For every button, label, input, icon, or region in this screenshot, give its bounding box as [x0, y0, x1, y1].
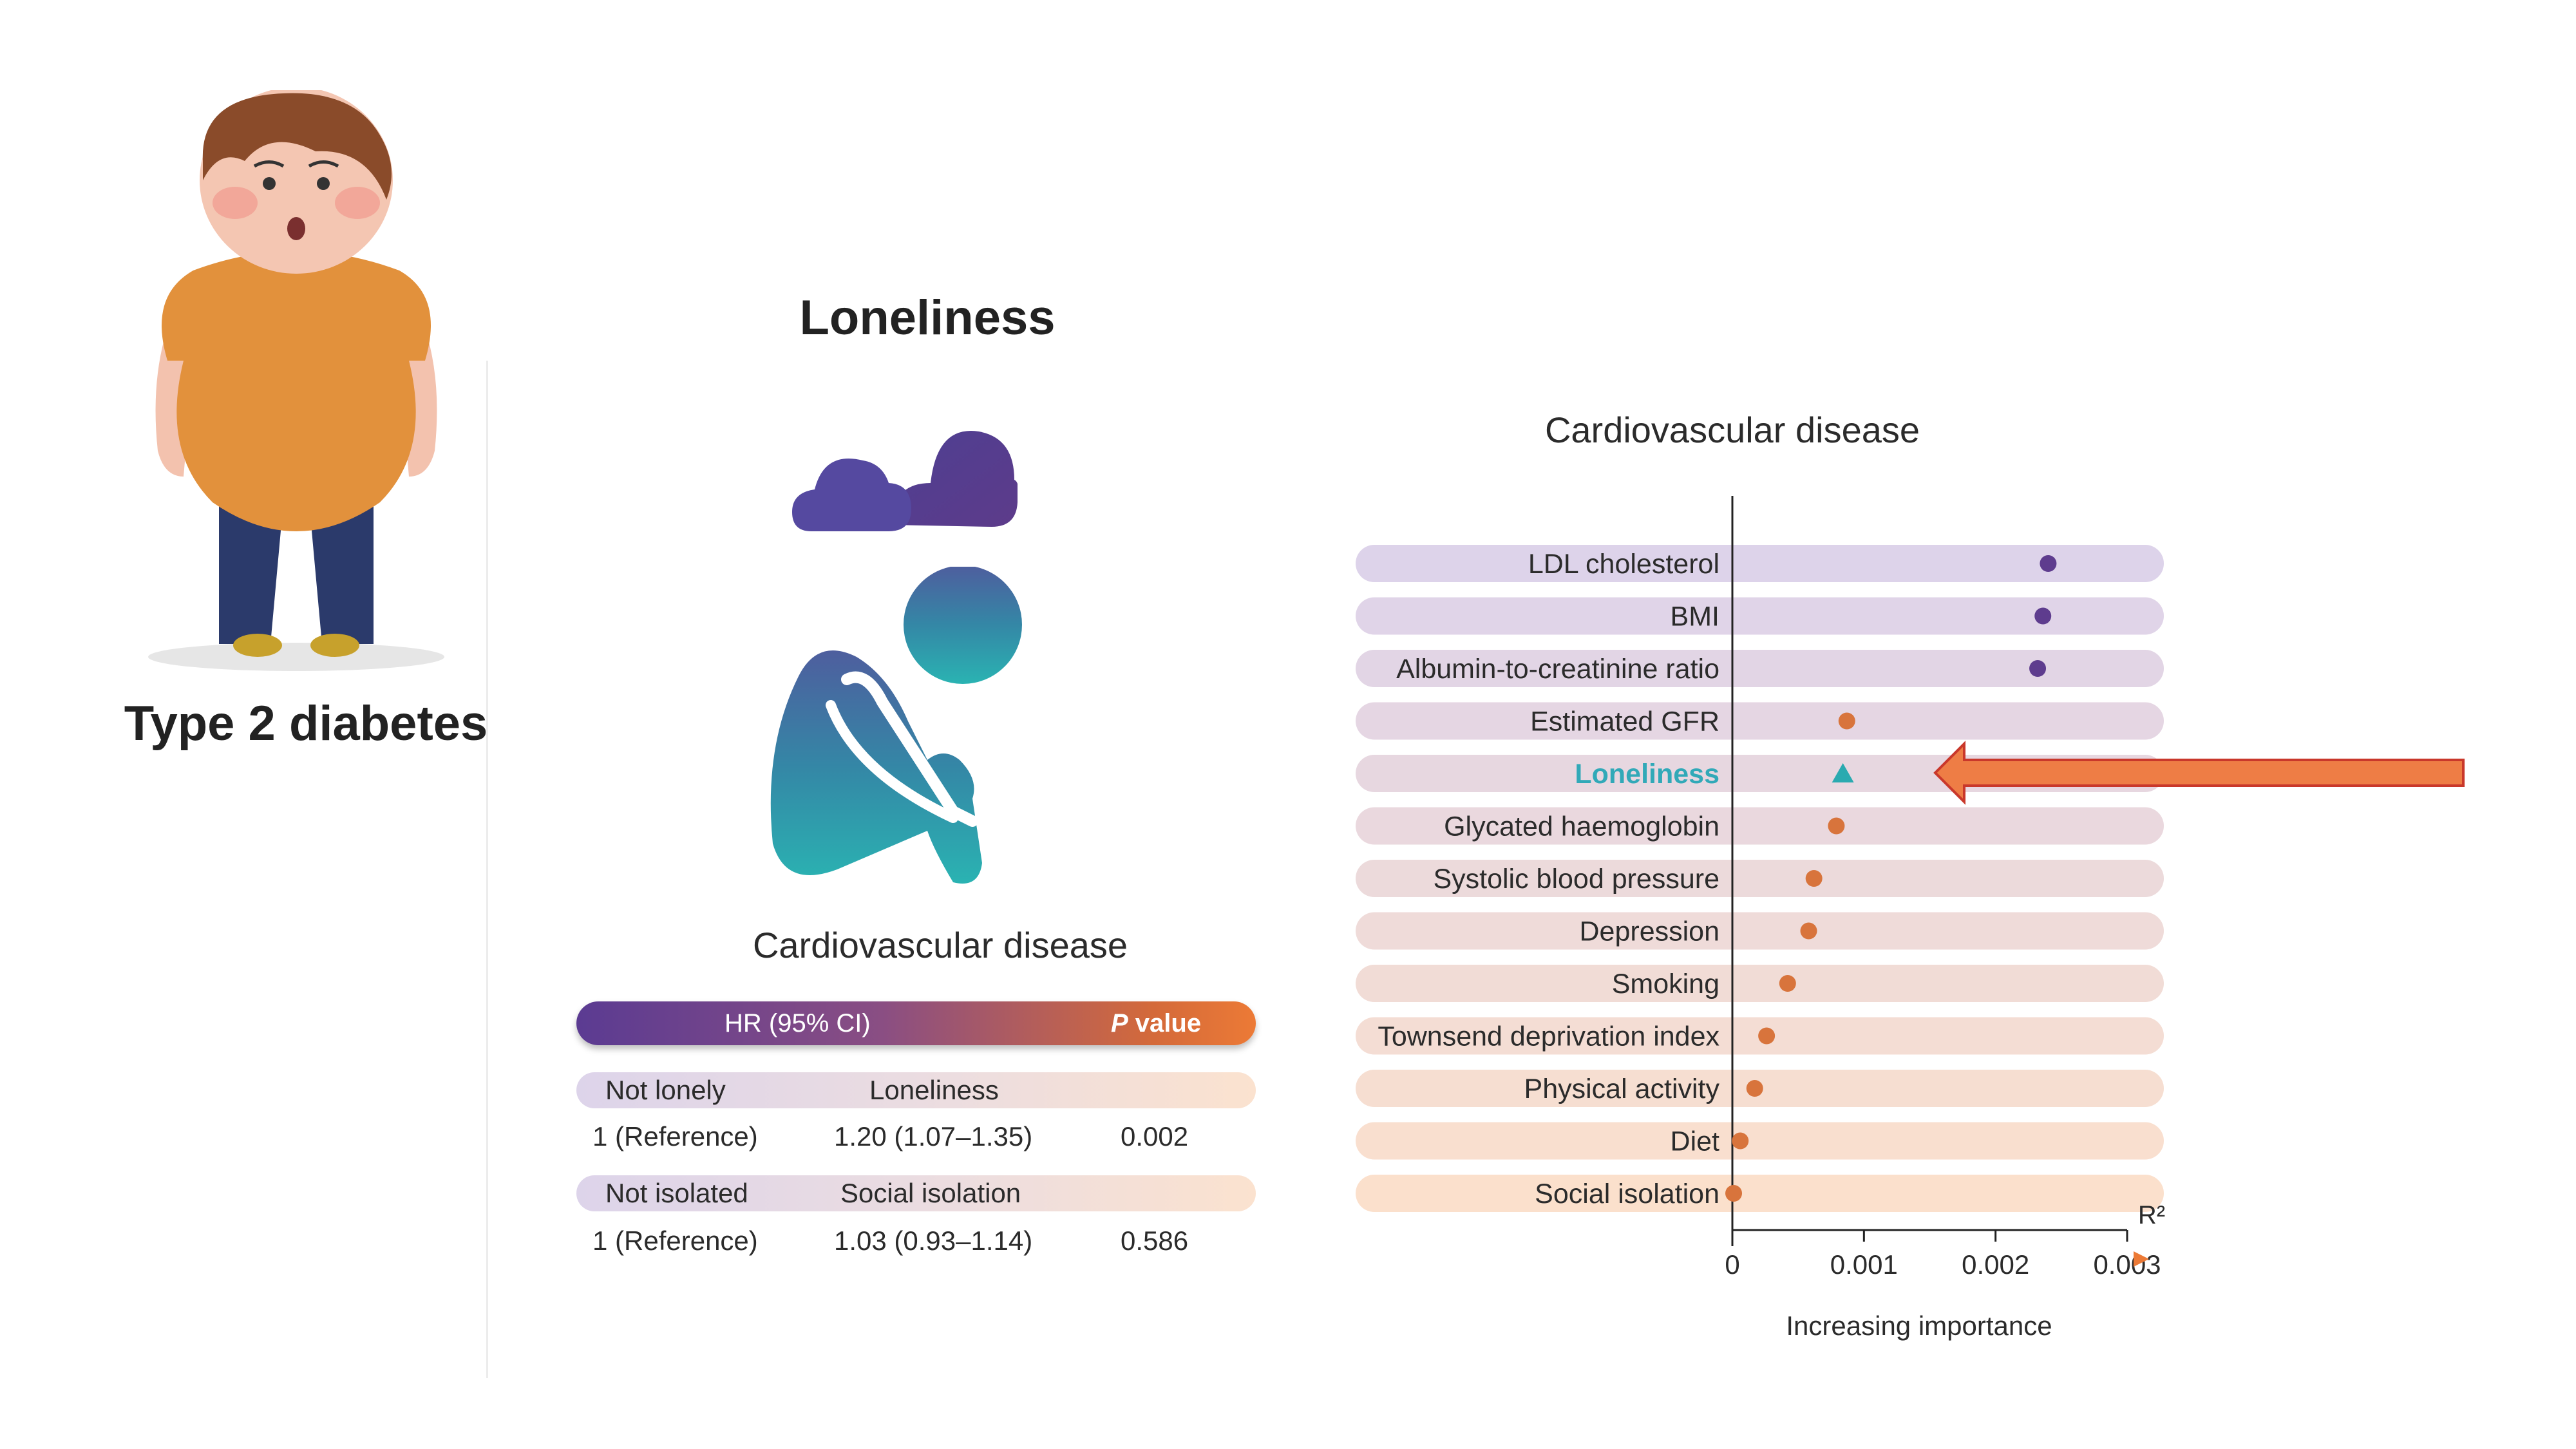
reference-value: 1 (Reference) [592, 1226, 758, 1256]
row-band [1356, 702, 2164, 740]
exposure-group-label: Social isolation [840, 1178, 1021, 1208]
hr-header: HR (95% CI) [724, 1009, 871, 1037]
data-point [1732, 1132, 1749, 1150]
x-tick-label: 0 [1725, 1249, 1739, 1280]
reference-group-label: Not lonely [605, 1075, 726, 1105]
sad-person-icon [770, 567, 1022, 884]
data-point [2029, 660, 2047, 677]
p-value: 0.002 [1121, 1121, 1189, 1151]
reference-value: 1 (Reference) [592, 1121, 758, 1151]
row-band [1356, 965, 2164, 1002]
loneliness-title: Loneliness [799, 290, 1056, 345]
row-label: Townsend deprivation index [1378, 1021, 1719, 1052]
data-point [1805, 870, 1823, 887]
row-label: Smoking [1612, 969, 1719, 999]
data-point [1779, 975, 1796, 992]
row-label: Social isolation [1535, 1179, 1719, 1209]
row-band [1356, 650, 2164, 687]
p-value: 0.586 [1121, 1226, 1189, 1256]
row-label: Physical activity [1524, 1074, 1720, 1104]
data-point [1800, 922, 1817, 940]
row-label: Albumin-to-creatinine ratio [1396, 654, 1719, 685]
importance-arrowhead [2134, 1251, 2149, 1267]
x-tick-label: 0.002 [1962, 1249, 2029, 1280]
cvd-subtitle: Cardiovascular disease [752, 925, 1128, 965]
x-axis-label: R² [2138, 1201, 2165, 1229]
data-point [2034, 607, 2052, 625]
row-band [1356, 545, 2164, 582]
data-point [2040, 555, 2057, 572]
increasing-importance-label: Increasing importance [1786, 1311, 2052, 1341]
row-label: Loneliness [1575, 759, 1719, 790]
row-band [1356, 1175, 2164, 1212]
row-band [1356, 597, 2164, 635]
row-label: Diet [1671, 1126, 1720, 1157]
x-tick-label: 0.003 [2093, 1249, 2161, 1280]
type2-diabetes-label: Type 2 diabetes [124, 696, 488, 751]
hazard-ratio-value: 1.20 (1.07–1.35) [834, 1121, 1033, 1151]
data-point-triangle [1832, 763, 1854, 782]
p-letter: P [1111, 1009, 1128, 1037]
row-band [1356, 860, 2164, 897]
reference-group-label: Not isolated [605, 1178, 748, 1208]
data-point [1838, 712, 1855, 730]
cloud-icon [792, 431, 1018, 531]
table-group-header [576, 1175, 1256, 1211]
p-value-header: P value [1111, 1009, 1201, 1038]
row-band [1356, 807, 2164, 845]
row-band [1356, 1122, 2164, 1160]
row-label: Estimated GFR [1530, 706, 1719, 737]
table-header-bar: HR (95% CI) P value [576, 1001, 1256, 1045]
p-value-word: value [1128, 1009, 1202, 1037]
hazard-ratio-value: 1.03 (0.93–1.14) [834, 1226, 1033, 1256]
data-point [1746, 1080, 1763, 1097]
highlight-arrow [1933, 741, 2465, 805]
row-label: Systolic blood pressure [1433, 864, 1719, 895]
data-point [1758, 1027, 1776, 1045]
data-point [1725, 1185, 1743, 1202]
row-label: BMI [1671, 601, 1719, 632]
chart-title: Cardiovascular disease [1544, 410, 1920, 450]
row-band [1356, 912, 2164, 950]
data-point [1828, 817, 1845, 835]
exposure-group-label: Loneliness [869, 1075, 999, 1105]
row-label: Glycated haemoglobin [1444, 811, 1719, 842]
overweight-person-illustration [148, 90, 444, 671]
x-tick-label: 0.001 [1830, 1249, 1898, 1280]
table-group-header [576, 1072, 1256, 1108]
row-label: LDL cholesterol [1528, 549, 1719, 580]
row-label: Depression [1580, 916, 1720, 947]
